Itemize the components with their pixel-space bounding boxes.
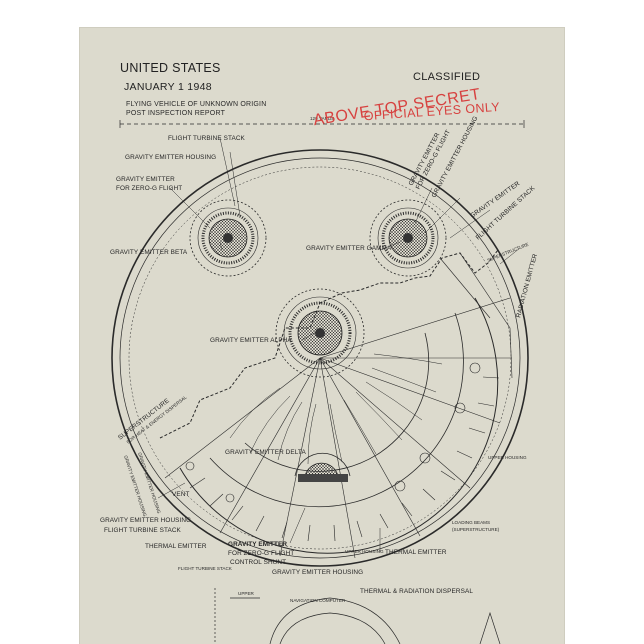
- lower-view-fragment: [214, 588, 501, 644]
- label-flight-turbine-stack-low: FLIGHT TURBINE STACK: [104, 527, 182, 534]
- label-thermal-emitter-right: THERMAL EMITTER: [385, 549, 447, 556]
- label-control-shunt: CONTROL SHUNT: [230, 559, 286, 566]
- label-heat-energy-dispersal: FOR HEAT & ENERGY DISPERSAL: [126, 394, 188, 444]
- label-zero-g-2: FOR ZERO-G FLIGHT: [116, 185, 182, 192]
- subject-line-2: POST INSPECTION REPORT: [126, 110, 226, 117]
- label-superstructure-left: SUPERSTRUCTURE: [117, 397, 171, 441]
- gravity-emitter-gamma: [369, 199, 447, 277]
- leader-lines: [157, 137, 521, 552]
- subject-line-1: FLYING VEHICLE OF UNKNOWN ORIGIN: [126, 101, 266, 108]
- label-flight-turbine-stack-top: FLIGHT TURBINE STACK: [168, 135, 246, 142]
- report-date: JANUARY 1 1948: [124, 81, 212, 93]
- right-superstructure: [439, 252, 513, 379]
- label-thermal-radiation-dispersal: THERMAL & RADIATION DISPERSAL: [360, 588, 473, 595]
- label-navigation-computer: NAVIGATION COMPUTER: [290, 598, 346, 603]
- label-thermal-emitter-left: THERMAL EMITTER: [145, 543, 207, 550]
- label-emitter-gamma: GRAVITY EMITTER GAMMA: [306, 245, 392, 252]
- label-emitter-delta: GRAVITY EMITTER DELTA: [225, 449, 306, 456]
- label-emitter-alpha: GRAVITY EMITTER ALPHA: [210, 337, 292, 344]
- label-upper-housing-right: UPPER HOUSING: [488, 455, 527, 460]
- label-upper-housing-low: UPPER HOUSING: [345, 549, 384, 554]
- label-upper: UPPER: [238, 591, 255, 596]
- classification-label: CLASSIFIED: [413, 71, 480, 83]
- scale-bar: 120 YARDS: [119, 116, 525, 128]
- label-loading-beams-1: LOADING BEAMS: [452, 520, 490, 525]
- saucer-outline: [111, 149, 529, 567]
- scale-label: 120 YARDS: [310, 116, 334, 121]
- document-sheet: UNITED STATES JANUARY 1 1948 FLYING VEHI…: [80, 28, 564, 644]
- label-gravity-emitter-housing-bottom: GRAVITY EMITTER HOUSING: [272, 569, 363, 576]
- gravity-emitter-beta: [189, 199, 267, 277]
- gravity-emitter-alpha: [275, 288, 365, 378]
- label-gravity-emitter-housing-low: GRAVITY EMITTER HOUSING: [100, 517, 191, 524]
- classified-stamp: ABOVE TOP SECRET OFFICIAL EYES ONLY: [312, 86, 500, 129]
- label-vent: VENT: [172, 491, 189, 498]
- country-title: UNITED STATES: [120, 61, 221, 75]
- blueprint-drawing: UNITED STATES JANUARY 1 1948 FLYING VEHI…: [100, 61, 539, 644]
- gravity-emitter-delta: [294, 452, 351, 482]
- label-superstructure-small: SUPERSTRUCTURE: [487, 242, 530, 263]
- label-emitter-beta: GRAVITY EMITTER BETA: [110, 249, 188, 256]
- label-for-zero-g-low: FOR ZERO-G FLIGHT: [228, 550, 294, 557]
- label-zero-g-1: GRAVITY EMITTER: [116, 176, 175, 183]
- label-flight-turbine-bottom: FLIGHT TURBINE STACK: [178, 566, 233, 571]
- label-gravity-emitter-bold: GRAVITY EMITTER: [228, 541, 287, 548]
- label-gravity-emitter-housing-top: GRAVITY EMITTER HOUSING: [125, 154, 216, 161]
- label-loading-beams-2: (SUPERSTRUCTURE): [452, 527, 500, 532]
- label-radiation-emitter: RADIATION EMITTER: [515, 253, 539, 319]
